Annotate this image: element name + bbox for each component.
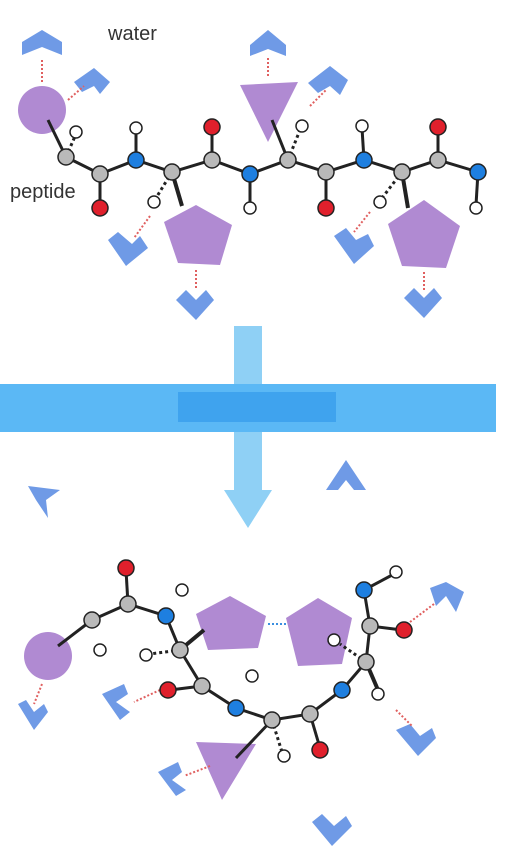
hydrogen-atom	[69, 125, 83, 139]
water-molecule-icon	[22, 30, 62, 55]
unfolded-peptide: water peptide	[10, 23, 487, 320]
oxygen-atom	[203, 118, 221, 136]
hydrogen-atom	[327, 633, 341, 647]
h-bonds-top	[41, 58, 425, 290]
carbon-atom	[279, 151, 297, 169]
water-molecule-icon	[108, 232, 148, 266]
stereo-bonds-bottom	[149, 642, 367, 753]
arrow-shaft-upper	[234, 326, 262, 384]
side-chain-triangle	[196, 742, 256, 800]
oxygen-atom	[317, 199, 335, 217]
hydrogen-atom	[295, 119, 309, 133]
carbon-atom	[263, 711, 281, 729]
carbon-atom	[357, 653, 375, 671]
oxygen-atom	[395, 621, 413, 639]
side-chain-circle	[18, 86, 66, 134]
arrow-shaft-lower	[234, 432, 262, 490]
hydrogen-atom	[245, 669, 259, 683]
water-molecule-icon	[250, 30, 286, 56]
nitrogen-atom	[227, 699, 245, 717]
carbon-atom	[171, 641, 189, 659]
water-molecule-icon	[158, 762, 186, 796]
hydrogen-atom	[277, 749, 291, 763]
water-molecule-icon	[308, 66, 348, 95]
atoms-top	[57, 118, 487, 217]
carbon-atom	[203, 151, 221, 169]
side-chains-bottom	[24, 596, 352, 800]
peptide-label: peptide	[10, 181, 76, 203]
hydrogen-atom	[139, 648, 153, 662]
carbon-atom	[119, 595, 137, 613]
oxygen-atom	[117, 559, 135, 577]
hydrogen-atom	[373, 195, 387, 209]
water-molecule-icon	[102, 684, 130, 720]
hydrogen-atom	[175, 583, 189, 597]
hydrogen-atom	[389, 565, 403, 579]
side-chain-pentagon	[196, 596, 266, 650]
water-molecules-bottom	[18, 460, 464, 846]
nitrogen-atom	[355, 151, 373, 169]
carbon-atom	[393, 163, 411, 181]
nitrogen-atom	[157, 607, 175, 625]
oxygen-atom	[159, 681, 177, 699]
band-highlight	[178, 392, 336, 422]
hydrogen-atom	[129, 121, 143, 135]
backbone-bonds-top	[46, 119, 480, 206]
water-molecules-top	[22, 30, 442, 320]
nitrogen-atom	[127, 151, 145, 169]
hydrogen-atom	[355, 119, 369, 133]
atoms-bottom	[83, 559, 413, 763]
water-molecule-icon	[18, 700, 48, 730]
hydrogen-atom	[93, 643, 107, 657]
water-molecule-icon	[326, 460, 366, 490]
carbon-atom	[429, 151, 447, 169]
side-chain-pentagon	[388, 200, 460, 268]
transition	[0, 326, 496, 528]
water-molecule-icon	[404, 288, 442, 318]
oxygen-atom	[429, 118, 447, 136]
carbon-atom	[57, 148, 75, 166]
water-label: water	[107, 23, 157, 45]
folded-peptide	[18, 460, 464, 846]
oxygen-atom	[91, 199, 109, 217]
side-chain-pentagon	[286, 598, 352, 666]
h-bonds-bottom	[33, 603, 435, 777]
water-molecule-icon	[176, 290, 214, 320]
carbon-atom	[361, 617, 379, 635]
carbon-atom	[83, 611, 101, 629]
carbon-atom	[163, 163, 181, 181]
water-molecule-icon	[74, 68, 110, 94]
water-molecule-icon	[396, 724, 436, 756]
carbon-atom	[301, 705, 319, 723]
water-molecule-icon	[334, 228, 374, 264]
hydrogen-atom	[371, 687, 385, 701]
side-chains-top	[18, 82, 460, 268]
hydrogen-atom	[147, 195, 161, 209]
nitrogen-atom	[333, 681, 351, 699]
nitrogen-atom	[469, 163, 487, 181]
carbon-atom	[193, 677, 211, 695]
water-molecule-icon	[28, 486, 60, 518]
carbon-atom	[317, 163, 335, 181]
wedge-bonds-top	[170, 171, 410, 209]
arrow-head	[224, 490, 272, 528]
carbon-atom	[91, 165, 109, 183]
side-chain-pentagon	[164, 205, 232, 265]
water-molecule-icon	[430, 582, 464, 612]
oxygen-atom	[311, 741, 329, 759]
hydrogen-atom	[469, 201, 483, 215]
water-molecule-icon	[312, 814, 352, 846]
hydrogen-atom	[243, 201, 257, 215]
side-chain-triangle	[240, 82, 298, 142]
nitrogen-atom	[241, 165, 259, 183]
nitrogen-atom	[355, 581, 373, 599]
